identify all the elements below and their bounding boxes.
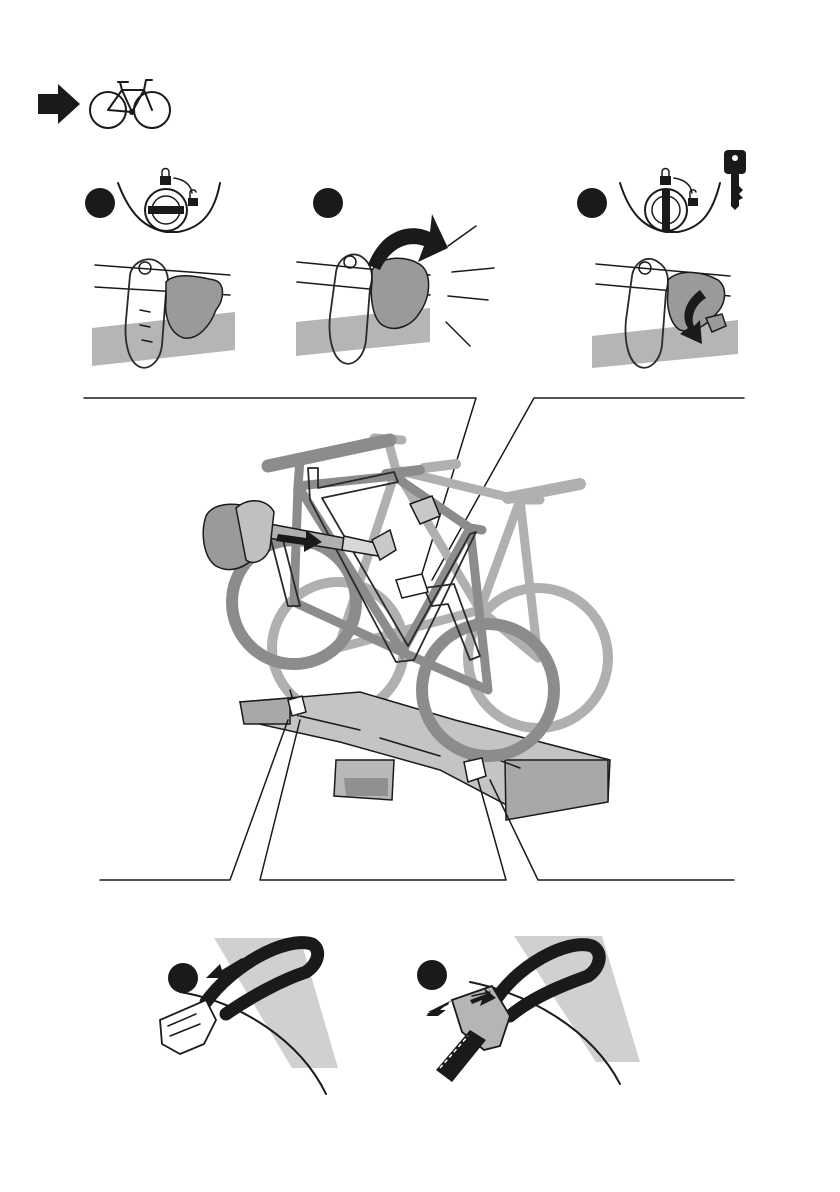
step-badge-2 bbox=[313, 188, 343, 218]
header-group bbox=[38, 80, 170, 128]
main-scene bbox=[203, 438, 610, 820]
motion-lines bbox=[446, 226, 494, 346]
lock-rotation-dial-horizontal bbox=[145, 189, 187, 231]
step-badge-3 bbox=[577, 188, 607, 218]
arrow-right-icon bbox=[38, 84, 80, 124]
lock-closed-icon bbox=[660, 169, 671, 185]
clamp-illustration-1 bbox=[92, 259, 235, 368]
rotate-indicator-arrow bbox=[174, 178, 192, 193]
lock-open-icon bbox=[688, 190, 698, 206]
step-5-panel bbox=[417, 936, 640, 1084]
step-2-panel bbox=[296, 188, 494, 364]
clamp-illustration-2 bbox=[296, 254, 430, 363]
step-badge-4 bbox=[168, 963, 198, 993]
step-badge-1 bbox=[85, 188, 115, 218]
key-icon bbox=[724, 150, 746, 210]
step-1-panel bbox=[85, 169, 235, 368]
bicycle-icon bbox=[90, 80, 170, 128]
step-badge-5 bbox=[417, 960, 447, 990]
lock-open-icon bbox=[188, 190, 198, 206]
step-4-panel bbox=[160, 938, 338, 1094]
lock-closed-icon bbox=[160, 169, 171, 185]
clamp-illustration-3 bbox=[592, 259, 738, 368]
step-3-panel bbox=[577, 150, 746, 368]
lock-rotation-dial-vertical bbox=[645, 189, 687, 231]
